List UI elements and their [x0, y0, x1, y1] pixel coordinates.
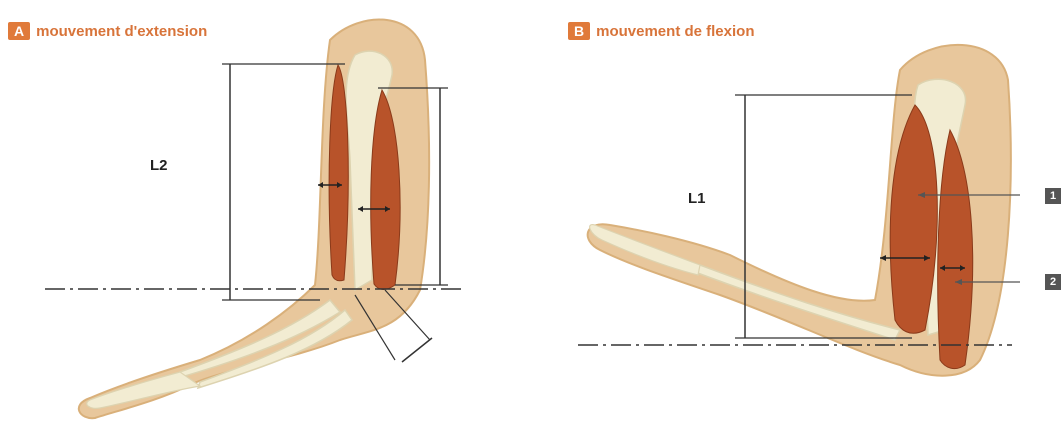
callout-2: 2 — [1045, 274, 1061, 290]
extension-arm-illustration — [0, 0, 540, 437]
length-label-l2: L2 — [150, 157, 168, 174]
flexion-arm-illustration — [540, 0, 1064, 437]
panel-extension: A mouvement d'extension L2 — [0, 0, 540, 437]
panel-flexion: B mouvement de flexion L1 1 2 — [540, 0, 1064, 437]
length-label-l1: L1 — [688, 190, 706, 207]
callout-1: 1 — [1045, 188, 1061, 204]
